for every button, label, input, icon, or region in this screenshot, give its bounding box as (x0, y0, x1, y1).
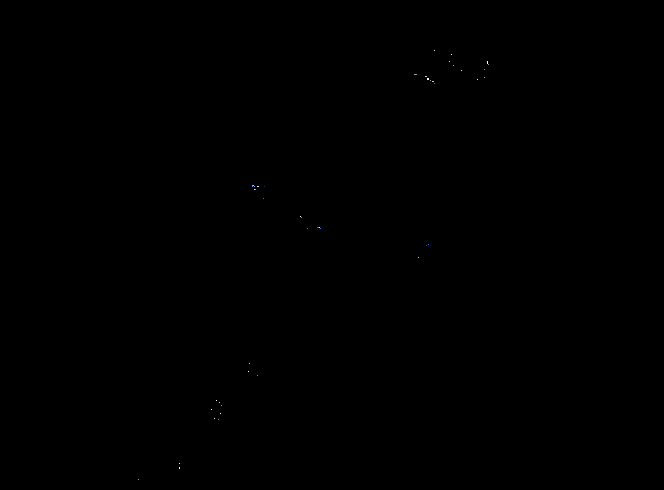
light-speck-top-right-star-cluster (484, 77, 485, 78)
light-speck-top-right-star-cluster (427, 78, 429, 80)
light-speck-mid-left-blue-cluster (307, 228, 308, 229)
light-speck-lower-mid-triplet (248, 371, 249, 372)
light-speck-mid-left-blue-cluster (254, 189, 255, 190)
light-speck-top-right-star-cluster (451, 54, 452, 55)
light-speck-top-right-star-cluster (434, 50, 435, 51)
light-speck-lower-left-ring (218, 419, 219, 420)
light-speck-bottom-left-pair (179, 463, 180, 464)
light-speck-top-right-star-cluster (449, 61, 450, 62)
light-speck-center-blue-pair (418, 257, 419, 258)
light-speck-top-right-star-cluster (414, 74, 417, 75)
light-speck-mid-left-blue-cluster (253, 185, 254, 186)
light-speck-center-blue-pair (428, 244, 429, 245)
light-speck-lower-left-ring (219, 402, 220, 403)
light-speck-lower-mid-triplet (249, 363, 250, 364)
light-speck-mid-left-blue-cluster (257, 186, 259, 187)
light-speck-mid-left-blue-cluster (319, 227, 320, 228)
light-speck-top-right-star-cluster (453, 65, 454, 66)
light-speck-lower-mid-triplet (257, 375, 258, 376)
light-speck-top-right-star-cluster (430, 80, 431, 81)
light-speck-center-blue-pair (426, 245, 427, 246)
light-speck-top-right-star-cluster (484, 69, 485, 70)
light-speck-mid-left-blue-cluster (255, 189, 256, 190)
light-speck-lower-left-ring (220, 413, 221, 414)
light-speck-lower-left-ring (216, 400, 217, 401)
light-speck-top-right-star-cluster (425, 76, 427, 77)
light-speck-bottom-left-pair (138, 479, 139, 480)
light-speck-bottom-left-pair (179, 467, 180, 469)
light-speck-mid-left-blue-cluster (254, 186, 255, 187)
light-speck-mid-left-blue-cluster (252, 186, 253, 187)
light-speck-mid-left-blue-cluster (263, 198, 264, 199)
light-speck-top-right-star-cluster (487, 61, 488, 64)
light-speck-top-right-star-cluster (432, 81, 434, 82)
light-speck-top-right-star-cluster (488, 64, 489, 65)
light-speck-lower-left-ring (211, 409, 212, 410)
light-speck-mid-left-blue-cluster (264, 186, 265, 187)
light-speck-top-right-star-cluster (461, 70, 462, 71)
light-speck-mid-left-blue-cluster (317, 227, 319, 228)
light-speck-top-right-star-cluster (434, 83, 435, 84)
light-speck-lower-left-ring (214, 418, 215, 419)
light-speck-lower-left-ring (221, 405, 222, 406)
light-speck-mid-left-blue-cluster (301, 217, 302, 218)
light-speck-top-right-star-cluster (477, 79, 478, 80)
light-speck-mid-left-blue-cluster (252, 185, 253, 186)
light-speck-mid-left-blue-cluster (300, 216, 301, 217)
light-speck-mid-left-blue-cluster (320, 228, 321, 229)
